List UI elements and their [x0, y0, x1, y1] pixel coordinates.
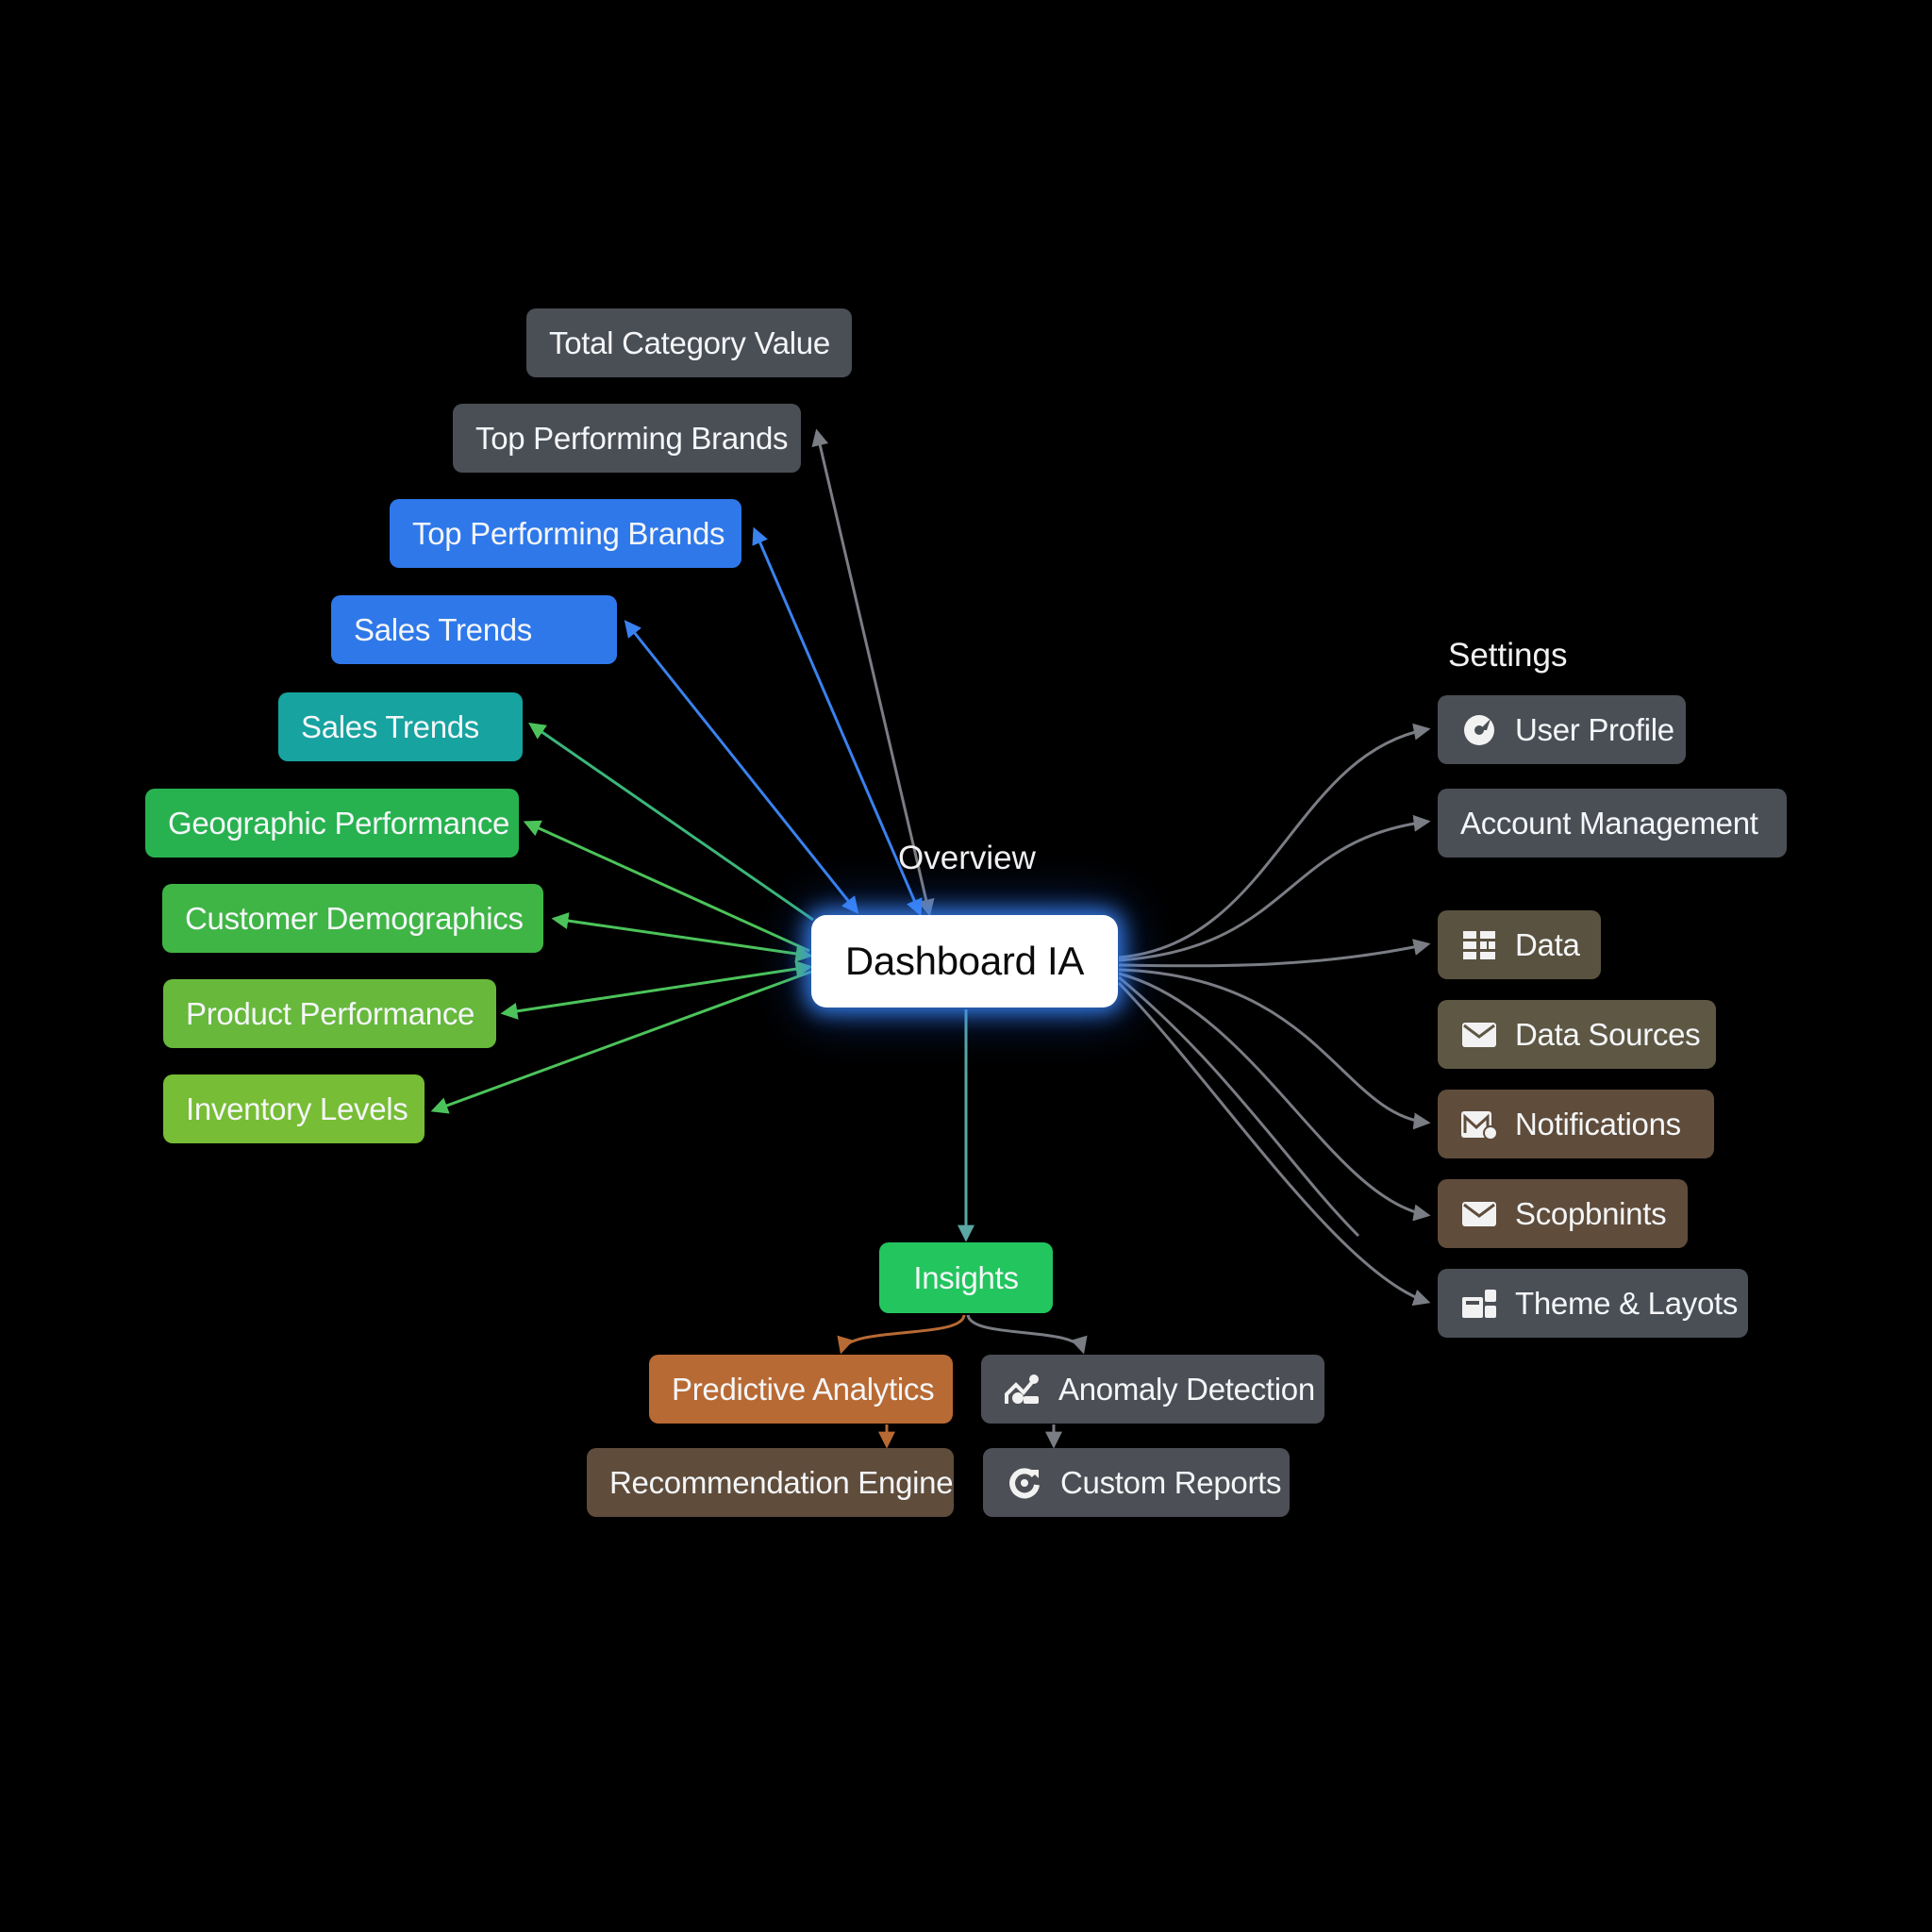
node-top-performing-brands-blue[interactable]: Top Performing Brands [390, 499, 741, 568]
edge-theme [1117, 981, 1431, 1307]
edge-anomaly [966, 1314, 1088, 1355]
edge-data [1118, 939, 1431, 968]
edge-sales-trends-teal [528, 722, 814, 922]
user-profile-label: User Profile [1515, 711, 1674, 747]
settings-gear-icon [1460, 711, 1498, 749]
settings-label: Settings [1448, 637, 1568, 674]
data-label: Data [1515, 926, 1580, 962]
theme-layots-label: Theme & Layots [1515, 1285, 1739, 1321]
node-insights[interactable]: Insights [879, 1242, 1053, 1313]
node-custom-reports[interactable]: Custom Reports [983, 1448, 1290, 1517]
node-data-sources[interactable]: Data Sources [1438, 1000, 1716, 1069]
edge-product [500, 960, 813, 1020]
custom-reports-label: Custom Reports [1060, 1464, 1282, 1500]
dashboard-ia-node[interactable]: Dashboard IA [811, 915, 1118, 1008]
node-sales-trends-teal[interactable]: Sales Trends [278, 692, 523, 761]
grid-icon [1460, 926, 1498, 964]
node-customer-demographics[interactable]: Customer Demographics [162, 884, 543, 953]
node-data[interactable]: Data [1438, 910, 1601, 979]
edge-data-sources [1118, 968, 1431, 1130]
edge-notifications [1118, 972, 1431, 1222]
envelope-icon [1460, 1016, 1498, 1054]
edge-scopbnints [1118, 975, 1360, 1238]
overview-label: Overview [898, 840, 1036, 876]
node-sales-trends-blue[interactable]: Sales Trends [331, 595, 617, 664]
anomaly-icon [1004, 1371, 1041, 1408]
node-notifications[interactable]: Notifications [1438, 1090, 1714, 1158]
mail-badge-icon [1460, 1106, 1498, 1143]
node-scopbnints[interactable]: Scopbnints [1438, 1179, 1688, 1248]
node-top-performing-brands-gray[interactable]: Top Performing Brands [453, 404, 801, 473]
edge-inventory [430, 970, 812, 1114]
edge-account [1118, 814, 1431, 962]
node-predictive-analytics[interactable]: Predictive Analytics [649, 1355, 953, 1424]
data-sources-label: Data Sources [1515, 1016, 1701, 1052]
node-geographic-performance[interactable]: Geographic Performance [145, 789, 519, 858]
node-product-performance[interactable]: Product Performance [163, 979, 496, 1048]
node-account-management[interactable]: Account Management [1438, 789, 1787, 858]
edge-customer [551, 912, 813, 962]
edge-top-brands-blue [752, 526, 923, 917]
layout-icon [1460, 1285, 1498, 1323]
node-inventory-levels[interactable]: Inventory Levels [163, 1074, 425, 1143]
node-user-profile[interactable]: User Profile [1438, 695, 1686, 764]
notifications-label: Notifications [1515, 1106, 1681, 1141]
node-anomaly-detection[interactable]: Anomaly Detection [981, 1355, 1324, 1424]
node-total-category-value[interactable]: Total Category Value [526, 308, 852, 377]
edge-user-profile [1118, 723, 1431, 959]
refresh-icon [1006, 1464, 1043, 1502]
envelope-icon [1460, 1195, 1498, 1233]
edge-predictive [837, 1314, 966, 1355]
scopbnints-label: Scopbnints [1515, 1195, 1667, 1231]
node-theme-layots[interactable]: Theme & Layots [1438, 1269, 1748, 1338]
account-management-label: Account Management [1460, 805, 1758, 841]
anomaly-detection-label: Anomaly Detection [1058, 1371, 1315, 1407]
edge-sales-trends-blue [624, 620, 859, 914]
node-recommendation-engine[interactable]: Recommendation Engine [587, 1448, 954, 1517]
